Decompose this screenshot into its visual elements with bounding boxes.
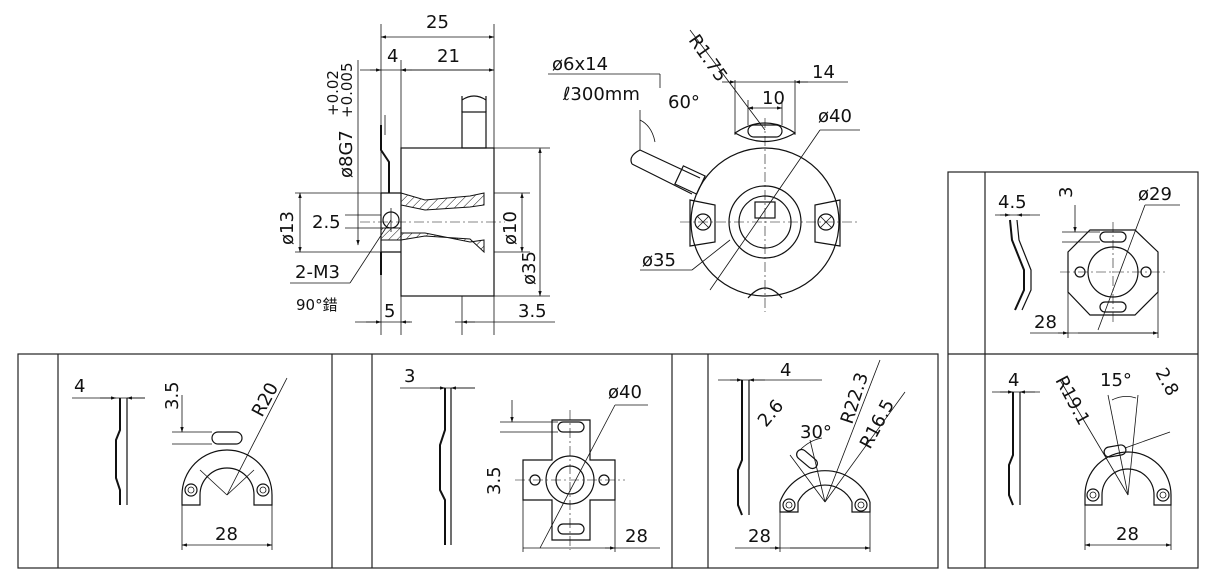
dim-shaft-diameter: ø10 [500,211,521,245]
dim-thread: 2-M3 [295,262,340,283]
p5-dim-span: 28 [1116,524,1139,545]
p3-dim-outer-radius: R22.3 [837,370,873,427]
dim-hub-diameter: ø13 [277,211,298,245]
p4-dim-slot: 3 [1056,187,1077,198]
dim-cable-length: ℓ300mm [562,84,640,105]
p4-dim-diameter: ø29 [1138,184,1172,205]
p3-dim-span: 28 [748,526,771,547]
dim-inner-diameter: ø35 [642,250,676,271]
p1-dim-radius: R20 [248,379,283,420]
panel-2: 3 ø40 3.5 28 [400,366,660,552]
dim-bore-tol-upper: +0.02 [324,70,342,116]
dim-bore-tol-lower: +0.005 [338,62,356,118]
p5-dim-radius: R19.1 [1051,372,1094,428]
dim-slot-width: 10 [762,88,785,109]
dim-outer-diameter: ø40 [818,106,852,127]
front-view: 60° ø6x14 ℓ300mm R1.75 14 10 ø40 ø35 [548,29,860,312]
p3-dim-thickness: 4 [780,360,791,381]
dim-slot-span: 14 [812,62,835,83]
dim-slot-radius: R1.75 [684,31,731,86]
panel-1: 4 3.5 R20 28 [72,376,288,550]
p2-dim-slot: 3.5 [484,466,505,495]
p2-dim-span: 28 [625,526,648,547]
dim-cable-angle: 60° [668,92,700,113]
panel-5: 4 R19.1 15° 2.8 28 [992,364,1183,550]
p4-dim-span: 28 [1034,312,1057,333]
dim-body-length: 21 [437,46,460,67]
dim-flange-thickness: 4 [387,46,398,67]
dim-flange-offset: 5 [384,301,395,322]
side-section-view: 25 4 21 ø8G7 +0.02 +0.005 [277,12,555,335]
p3-dim-slot: 2.6 [754,396,788,431]
dim-overall-length: 25 [426,12,449,33]
right-panels-frame [947,171,1199,569]
dim-thread-angle: 90°錯 [296,296,338,314]
p3-dim-angle: 30° [800,422,832,443]
p1-dim-slot: 3.5 [162,381,183,410]
dim-end-offset: 3.5 [518,301,547,322]
p2-dim-diameter: ø40 [608,382,642,403]
dim-bore-main: ø8G7 [336,130,357,178]
p4-dim-thickness: 4.5 [998,192,1027,213]
p5-dim-thickness: 4 [1008,370,1019,391]
dim-offset: 2.5 [312,212,341,233]
p5-dim-slot: 2.8 [1151,364,1183,399]
p1-dim-span: 28 [215,524,238,545]
panel-3: 4 2.6 30° R22.3 R16.5 28 [718,359,906,552]
bottom-panels-frame [17,353,939,569]
dim-body-diameter: ø35 [519,251,540,285]
panel-4: 4.5 3 ø29 28 [995,184,1180,338]
p2-dim-thickness: 3 [404,366,415,387]
dim-cable: ø6x14 [552,54,608,75]
p5-dim-angle: 15° [1100,370,1132,391]
p1-dim-thickness: 4 [74,376,85,397]
